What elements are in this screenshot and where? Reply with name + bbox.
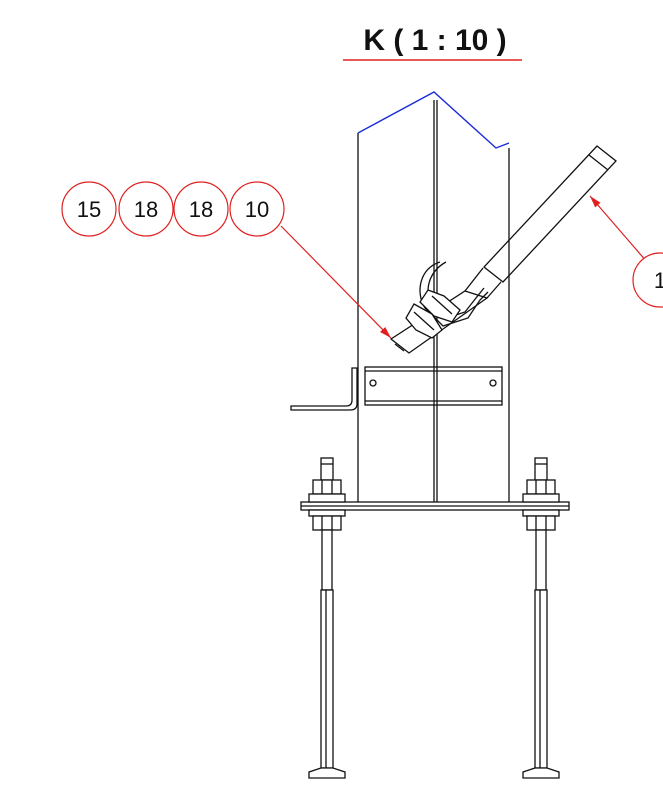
balloons: 15 18 18 10 1: [61, 181, 663, 308]
brace-tube: [464, 145, 617, 299]
anchor-bolt-left: [308, 457, 346, 779]
balloon-label: 10: [245, 197, 269, 222]
balloon-b4: 10: [229, 181, 285, 237]
angle-clip: [290, 367, 358, 411]
break-line: [357, 91, 510, 149]
balloon-label: 18: [134, 197, 158, 222]
anchor-bolts: [308, 457, 560, 779]
balloon-label: 15: [77, 197, 101, 222]
balloon-b5: 1: [632, 252, 663, 308]
view-title: K ( 1 : 10 ): [363, 24, 506, 57]
balloon-b2: 18: [118, 181, 174, 237]
leaders: [280, 195, 648, 339]
balloon-label: 1: [654, 268, 663, 293]
balloon-b3: 18: [173, 181, 229, 237]
balloon-label: 18: [189, 197, 213, 222]
leader-right: [589, 195, 648, 263]
anchor-bolt-right: [522, 457, 560, 779]
bracket-plate: [364, 366, 503, 406]
balloon-b1: 15: [61, 181, 117, 237]
leader-left: [280, 225, 392, 339]
base-plate: [300, 501, 570, 511]
rod-nuts: [405, 289, 461, 339]
